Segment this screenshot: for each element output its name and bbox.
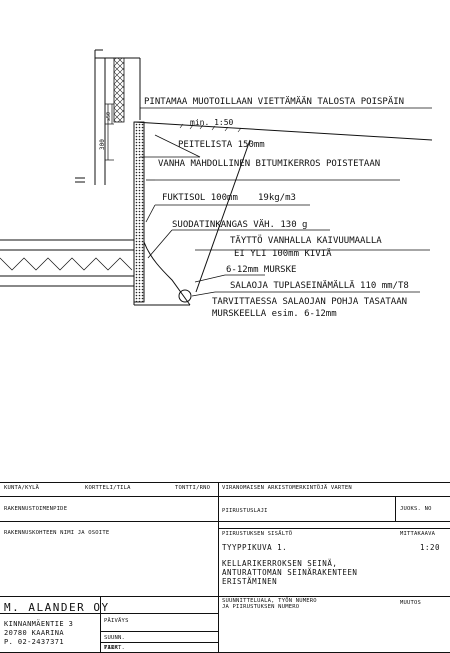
label-muutos: MUUTOS [400,600,422,606]
label-kunta: KUNTA/KYLÄ [4,485,40,491]
note-slope: min. 1:50 [190,118,234,127]
wall-insulation-hatch [113,57,125,123]
foundation-insulation [133,121,145,303]
label-sisalto: PIIRUSTUKSEN SISÄLTÖ [222,531,293,537]
drawing-scale: 1:20 [420,543,441,552]
note-drain-base-1: TARVITTAESSA SALAOJAN POHJA TASATAAN [212,297,407,307]
label-piirt: PIIRT. [104,645,126,651]
drawing-title: TYYPPIKUVA 1. [222,543,288,552]
dimension-marks [105,103,114,161]
content-line-2: ANTURATTOMAN SEINÄRAKENTEEN [222,568,358,577]
company-name: M. ALANDER OY [4,601,110,614]
label-viranomainen: VIRANOMAISEN ARKISTOMERKINTÖJÄ VARTEN [222,485,352,491]
note-bitumen: VANHA MAHDOLLINEN BITUMIKERROS POISTETAA… [158,159,380,169]
break-marks [75,177,85,183]
label-suunnitteluala-1: SUUNNITTELUALA, TYÖN NUMERO [222,598,317,604]
dimension-50: ≥50 [106,112,112,121]
ground-line [133,121,433,141]
content-line-3: ERISTÄMINEN [222,577,278,586]
label-piirustuslaji: PIIRUSTUSLAJI [222,508,268,514]
label-rakennustoimenpide: RAKENNUSTOIMENPIDE [4,506,68,512]
drain-pipe [178,289,192,303]
dimension-300: 300 [99,139,106,150]
company-phone: P. 02-2437371 [4,638,64,646]
label-kortteli: KORTTELI/TILA [85,485,131,491]
label-tontti: TONTTI/RNO [175,485,211,491]
leader-lines [140,107,432,297]
label-tark: TARK. [104,645,122,651]
label-kohde: RAKENNUSKOHTEEN NIMI JA OSOITE [4,530,110,536]
title-block: KUNTA/KYLÄ KORTTELI/TILA TONTTI/RNO VIRA… [0,472,450,653]
note-flashing: PEITELISTA 150mm [178,140,265,150]
company-address-2: 20780 KAARINA [4,629,64,637]
wall-section-drawing: 300 ≥50 [0,49,433,319]
label-suunn: SUUNN. [104,635,126,641]
company-address-1: KINNANMÄENTIE 3 [4,620,74,628]
label-juoks-no: JUOKS. NO [400,506,432,512]
label-paivays: PÄIVÄYS [104,618,129,624]
note-insulation: FUKTISOL 100mm [162,193,238,203]
note-backfill-2: EI YLI 100mm KIVIÄ [234,248,332,259]
note-drain: SALAOJA TUPLASEINÄMÄLLÄ 110 mm/T8 [230,280,409,291]
note-backfill-1: TÄYTTÖ VANHALLA KAIVUUMAALLA [230,235,382,246]
content-line-1: KELLARIKERROKSEN SEINÄ, [222,559,338,568]
excavation-outline [143,139,251,306]
note-grading: PINTAMAA MUOTOILLAAN VIETTÄMÄÄN TALOSTA … [144,96,404,107]
label-suunnitteluala-2: JA PIIRUSTUKSEN NUMERO [222,604,300,610]
note-fabric: SUODATINKANGAS VÄH. 130 g [172,219,307,230]
floor-slab-hatch [0,257,133,271]
label-mittakaava: MITTAKAAVA [400,531,436,537]
note-gravel: 6-12mm MURSKE [226,265,296,275]
note-insulation-density: 19kg/m3 [258,193,296,203]
note-drain-base-2: MURSKEELLA esim. 6-12mm [212,309,337,319]
